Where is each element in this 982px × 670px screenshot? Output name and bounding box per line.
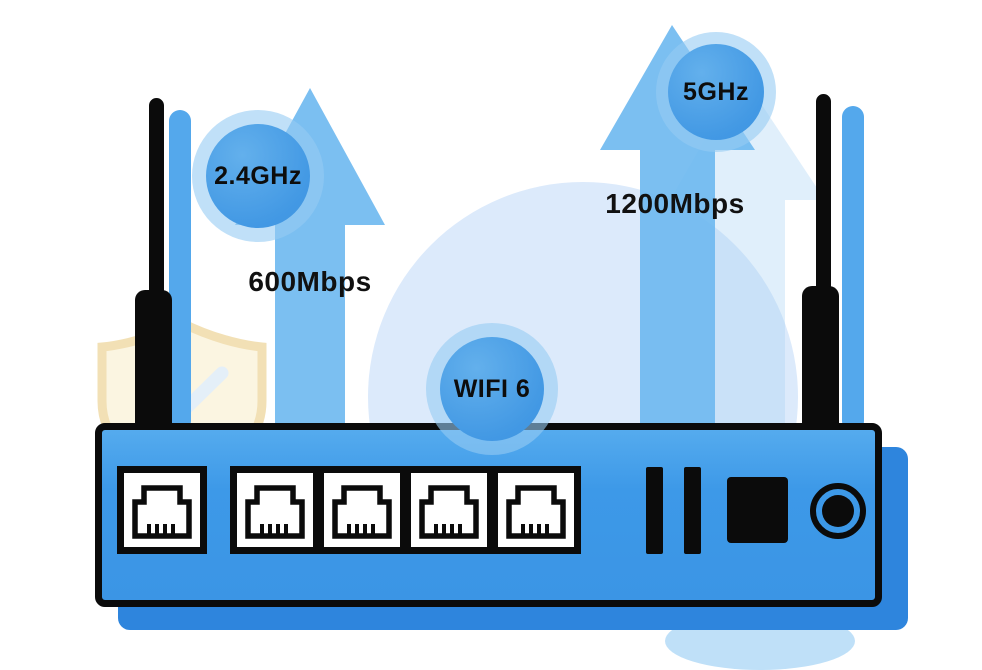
up-arrow-right-icon bbox=[600, 25, 755, 603]
antenna-shadow-right bbox=[842, 106, 864, 432]
badge-5ghz: 5GHz bbox=[668, 44, 764, 140]
button-bar-2 bbox=[684, 467, 701, 554]
badge-wifi6: WIFI 6 bbox=[440, 337, 544, 441]
wan-port-icon bbox=[117, 466, 207, 554]
band5-freq-label: 5GHz bbox=[683, 77, 749, 106]
power-port-pin bbox=[822, 495, 854, 527]
antenna-left-base bbox=[135, 290, 172, 432]
band5-speed-label: 1200Mbps bbox=[605, 188, 745, 219]
lan-port-icon bbox=[230, 466, 320, 554]
antenna-shadow-left bbox=[169, 110, 191, 432]
power-port bbox=[810, 483, 866, 539]
badge-24ghz: 2.4GHz bbox=[206, 124, 310, 228]
lan-port-icon bbox=[491, 466, 581, 554]
lan-port-icon bbox=[317, 466, 407, 554]
antenna-left-rod bbox=[149, 98, 164, 318]
band24-freq-label: 2.4GHz bbox=[214, 161, 302, 190]
band24-speed-label: 600Mbps bbox=[248, 266, 372, 297]
wifi6-label: WIFI 6 bbox=[453, 374, 531, 403]
button-bar-1 bbox=[646, 467, 663, 554]
lan-port-icon bbox=[404, 466, 494, 554]
arrow-echo-icon bbox=[670, 75, 825, 615]
antenna-right-rod bbox=[816, 94, 831, 314]
antenna-right-base bbox=[802, 286, 839, 432]
power-switch bbox=[727, 477, 788, 543]
